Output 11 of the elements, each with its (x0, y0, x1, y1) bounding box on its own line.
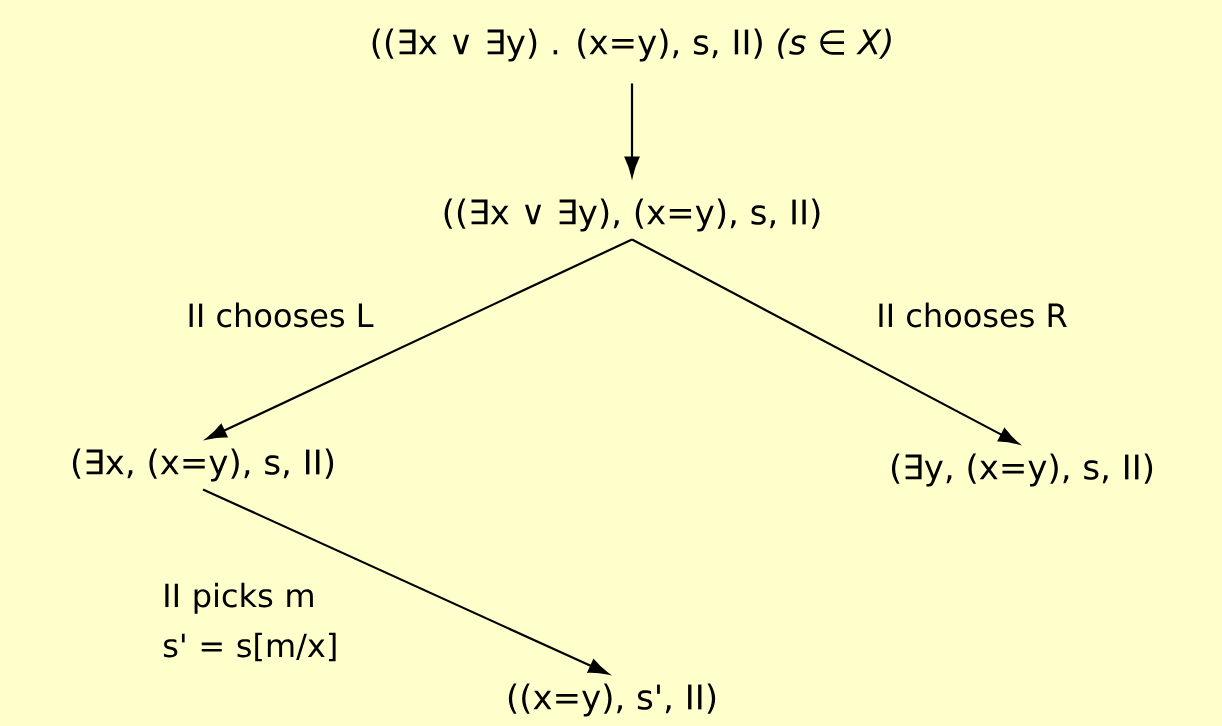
edge-label: II picks m s' = s[m/x] (160, 580, 347, 664)
arrow (202, 488, 609, 675)
edge-label: II chooses R (874, 300, 1070, 330)
edge-label: II chooses L (184, 300, 376, 330)
formula-text: (∃x, (x=y), s, II) (72, 448, 334, 482)
formula-text: ((∃x ∨ ∃y) . (x=y), s, II) (s ∈ X) (372, 28, 891, 62)
formula-text: ((x=y), s', II) (508, 683, 716, 717)
formula-text: (∃y, (x=y), s, II) (891, 453, 1153, 487)
arrow (206, 238, 633, 440)
arrow (631, 238, 1019, 445)
formula-text: ((∃x ∨ ∃y), (x=y), s, II) (444, 198, 820, 232)
